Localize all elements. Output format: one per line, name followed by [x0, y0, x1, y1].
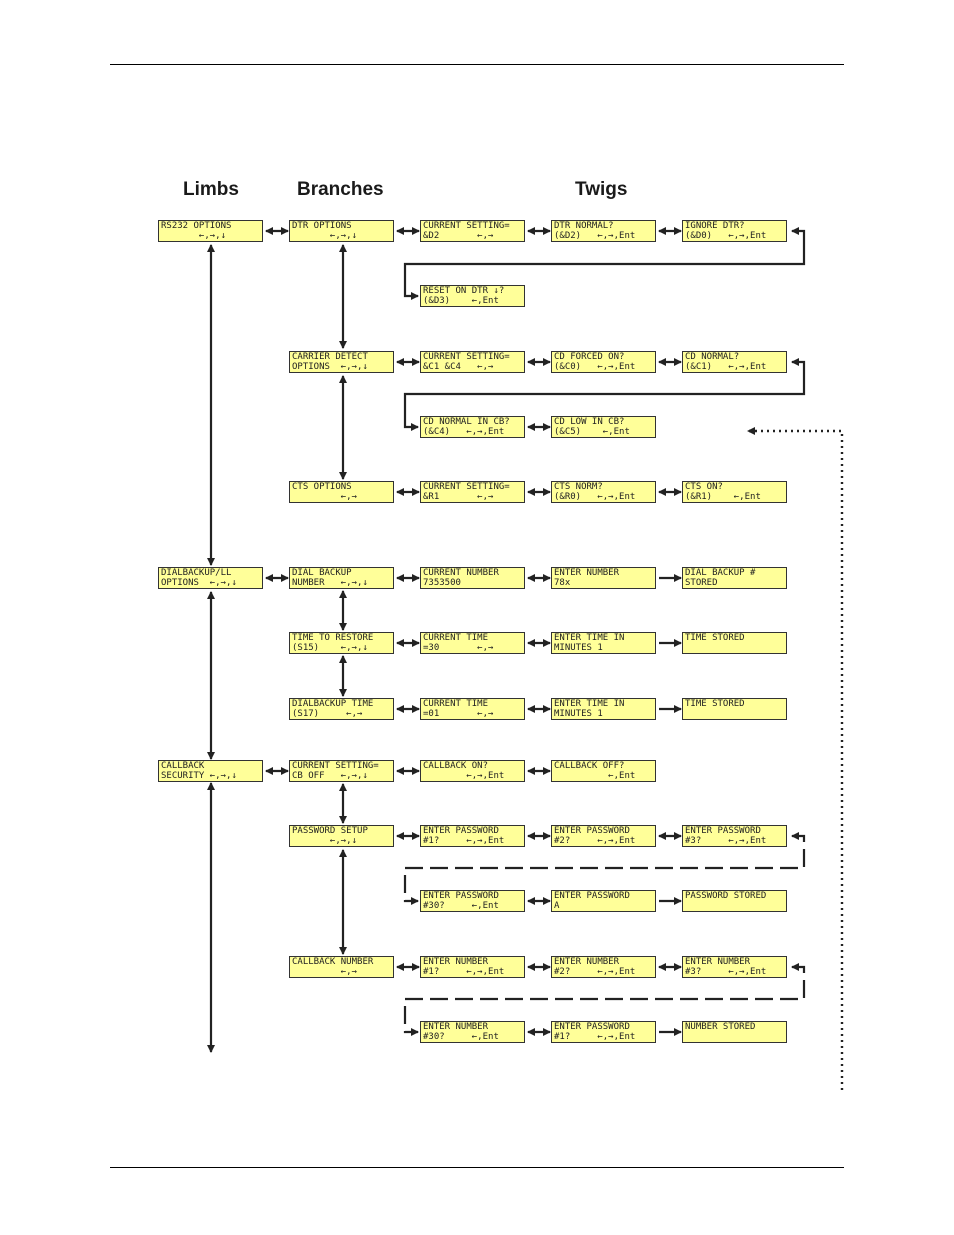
lcd-cd-forced: CD FORCED ON?(&C0) ←,→,Ent [551, 351, 656, 373]
lcd-ttr-stored: TIME STORED [682, 632, 787, 654]
lcd-password-2: ENTER PASSWORD#2? ←,→,Ent [551, 825, 656, 847]
lcd-number-30: ENTER NUMBER#30? ←,Ent [420, 1021, 525, 1043]
lcd-cd-normal: CD NORMAL?(&C1) ←,→,Ent [682, 351, 787, 373]
lcd-password-3: ENTER PASSWORD#3? ←,→,Ent [682, 825, 787, 847]
lcd-dbt-stored: TIME STORED [682, 698, 787, 720]
lcd-password-1: ENTER PASSWORD#1? ←,→,Ent [420, 825, 525, 847]
lcd-password-setup: PASSWORD SETUP ←,→,↓ [289, 825, 394, 847]
lcd-cts-options: CTS OPTIONS ←,→ [289, 481, 394, 503]
dotted-return-path [747, 427, 844, 1090]
lcd-time-to-restore: TIME TO RESTORE(S15) ←,→,↓ [289, 632, 394, 654]
lcd-cts-current: CURRENT SETTING=&R1 ←,→ [420, 481, 525, 503]
conn-pw3-30 [403, 832, 806, 905]
lcd-rs232-options: RS232 OPTIONS ←,→,↓ [158, 220, 263, 242]
lcd-dial-backup-stored: DIAL BACKUP #STORED [682, 567, 787, 589]
lcd-number-1: ENTER NUMBER#1? ←,→,Ent [420, 956, 525, 978]
lcd-cts-on: CTS ON?(&R1) ←,Ent [682, 481, 787, 503]
lcd-cd-low-cb: CD LOW IN CB?(&C5) ←,Ent [551, 416, 656, 438]
header-twigs: Twigs [575, 179, 628, 200]
lcd-ttr-current: CURRENT TIME=30 ←,→ [420, 632, 525, 654]
lcd-dialbackup-time: DIALBACKUP TIME(S17) ←,→ [289, 698, 394, 720]
lcd-number-stored: NUMBER STORED [682, 1021, 787, 1043]
lcd-cd-normal-cb: CD NORMAL IN CB?(&C4) ←,→,Ent [420, 416, 525, 438]
lcd-reset-on-dtr: RESET ON DTR ↓?(&D3) ←,Ent [420, 285, 525, 307]
lcd-dtr-normal: DTR NORMAL?(&D2) ←,→,Ent [551, 220, 656, 242]
top-rule [110, 64, 844, 65]
lcd-password-stored: PASSWORD STORED [682, 890, 787, 912]
lcd-dbt-current: CURRENT TIME=01 ←,→ [420, 698, 525, 720]
header-limbs: Limbs [183, 179, 239, 200]
lcd-callback-off: CALLBACK OFF? ←,Ent [551, 760, 656, 782]
lcd-cts-norm: CTS NORM?(&R0) ←,→,Ent [551, 481, 656, 503]
lcd-cbs-current: CURRENT SETTING=CB OFF ←,→,↓ [289, 760, 394, 782]
lcd-dtr-current: CURRENT SETTING=&D2 ←,→ [420, 220, 525, 242]
lcd-callback-on: CALLBACK ON? ←,→,Ent [420, 760, 525, 782]
lcd-password-30: ENTER PASSWORD#30? ←,Ent [420, 890, 525, 912]
lcd-callback-number: CALLBACK NUMBER ←,→ [289, 956, 394, 978]
lcd-dtr-options: DTR OPTIONS ←,→,↓ [289, 220, 394, 242]
lcd-ignore-dtr: IGNORE DTR?(&D0) ←,→,Ent [682, 220, 787, 242]
conn-ign-reset [403, 227, 806, 300]
lcd-number-2: ENTER NUMBER#2? ←,→,Ent [551, 956, 656, 978]
lcd-number-password-1: ENTER PASSWORD#1? ←,→,Ent [551, 1021, 656, 1043]
conn-cdnorm-normcb [403, 358, 806, 431]
conn-cbn3-30 [403, 963, 806, 1036]
lcd-cd-current: CURRENT SETTING=&C1 &C4 ←,→ [420, 351, 525, 373]
bottom-rule [110, 1167, 844, 1168]
header-branches: Branches [297, 179, 384, 200]
lcd-number-3: ENTER NUMBER#3? ←,→,Ent [682, 956, 787, 978]
